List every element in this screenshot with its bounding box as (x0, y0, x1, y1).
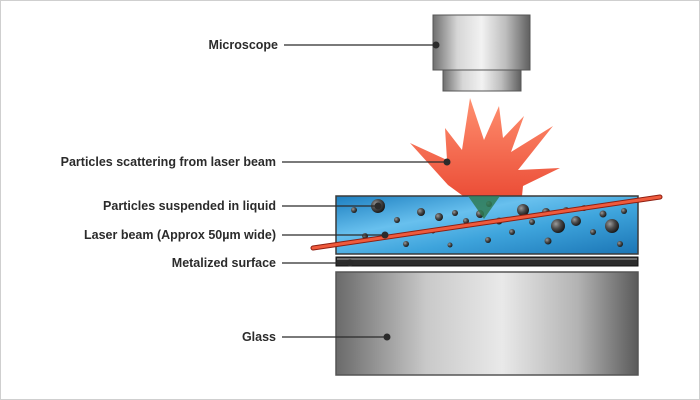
label-laser: Laser beam (Approx 50µm wide) (84, 228, 276, 242)
scatter-cone (468, 196, 500, 219)
label-scattering: Particles scattering from laser beam (61, 155, 276, 169)
laser-beam (310, 194, 663, 251)
glass-block (335, 271, 639, 376)
scatter-burst (410, 98, 560, 212)
metalized-surface (335, 256, 639, 267)
label-glass: Glass (242, 330, 276, 344)
microscope-objective (432, 14, 531, 92)
label-suspended: Particles suspended in liquid (103, 199, 276, 213)
label-metalized: Metalized surface (172, 256, 276, 270)
leader-lines (282, 41, 451, 341)
label-microscope: Microscope (209, 38, 279, 52)
